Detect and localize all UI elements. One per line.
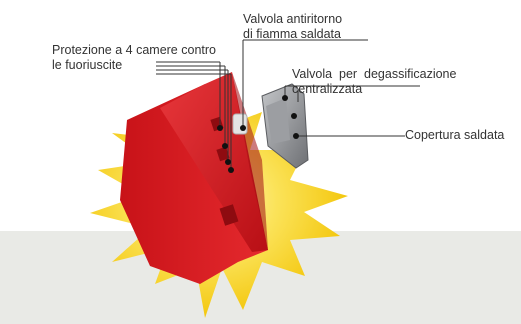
- label-welded-cover: Copertura saldata: [405, 128, 505, 142]
- label-spill-protection: Protezione a 4 camere contro le fuoriusc…: [52, 43, 216, 73]
- leader-dots: [217, 95, 299, 173]
- label-spill-protection-line1: Protezione a 4 camere contro: [52, 43, 216, 57]
- battery-slot: [216, 146, 230, 162]
- label-flame-valve: Valvola antiritorno di fiamma saldata: [243, 12, 342, 42]
- gray-valve-cap: [261, 83, 309, 169]
- leader-lines: [156, 39, 420, 170]
- battery-slot: [219, 204, 239, 226]
- battery-front-face: [120, 84, 268, 284]
- label-flame-valve-line2: di fiamma saldata: [243, 27, 341, 41]
- battery-cover-illustration: [120, 72, 268, 284]
- flame-arrestor-valve: [232, 113, 248, 135]
- label-degassing-valve: Valvola per degassificazione centralizza…: [292, 67, 456, 97]
- label-flame-valve-line1: Valvola antiritorno: [243, 12, 343, 26]
- label-degassing-valve-line1: Valvola per degassificazione: [292, 67, 457, 81]
- label-spill-protection-line2: le fuoriuscite: [52, 58, 123, 72]
- label-degassing-valve-line2: centralizzata: [292, 82, 363, 96]
